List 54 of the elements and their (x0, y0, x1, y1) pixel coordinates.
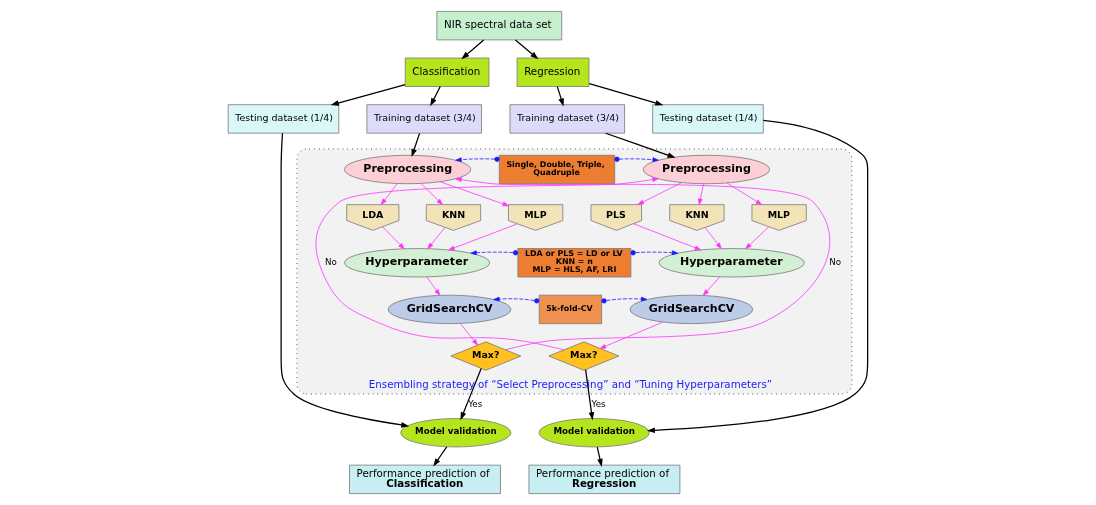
node-box: Performance prediction of Classification (349, 464, 501, 494)
arrow (433, 446, 448, 467)
arrow (630, 250, 679, 256)
arrow (448, 223, 518, 251)
node-box: Classification (404, 57, 490, 87)
node-box: NIR spectral data set (436, 11, 563, 41)
arrow (411, 132, 421, 157)
arrow (556, 85, 564, 107)
arrow (493, 296, 540, 304)
arrow (330, 84, 406, 106)
arrow (455, 156, 500, 162)
arrow (439, 181, 509, 207)
arrow (585, 368, 595, 421)
arrow (382, 226, 405, 250)
arrow (427, 227, 446, 250)
arrow (599, 321, 664, 349)
node-box: Training dataset (3/4) (366, 104, 482, 134)
arrow (726, 182, 762, 205)
node-box: Single, Double, Triple, Quadruple (498, 154, 616, 185)
node-box: 5k-fold-CV (538, 294, 603, 325)
node-box: LDA or PLS = LD or LV KNN = n MLP = HLS, AF, LRI (517, 248, 632, 278)
node-box: Testing dataset (1/4) (227, 104, 340, 134)
arrow (461, 39, 485, 60)
arrow (470, 250, 519, 256)
edge-label: No (829, 256, 842, 267)
arrow (637, 182, 682, 205)
edge-label: Yes (591, 399, 606, 410)
arrow (459, 323, 478, 346)
edge-label: Yes (468, 399, 483, 410)
arrow (380, 183, 398, 205)
arrow (605, 132, 676, 158)
arrow (702, 276, 721, 296)
node-ellipse: Model validation (538, 418, 650, 448)
arrow (596, 446, 603, 467)
arrow (646, 119, 869, 434)
node-box: Testing dataset (1/4) (652, 104, 764, 134)
arrow (588, 83, 664, 106)
arrow (614, 156, 659, 162)
node-box: Performance prediction of Regression (528, 464, 681, 494)
arrow (704, 227, 722, 249)
arrow (745, 226, 770, 250)
edge-label: No (325, 256, 337, 267)
arrow (460, 367, 482, 421)
arrow (426, 276, 441, 296)
arrow (455, 177, 830, 351)
arrow (514, 39, 539, 60)
node-box: Regression (516, 57, 590, 87)
node-box: Training dataset (3/4) (509, 104, 625, 134)
arrow (633, 223, 701, 251)
arrow (315, 177, 659, 351)
arrow (698, 183, 704, 205)
arrow (601, 296, 648, 304)
arrow (420, 183, 443, 205)
arrow (280, 132, 410, 428)
